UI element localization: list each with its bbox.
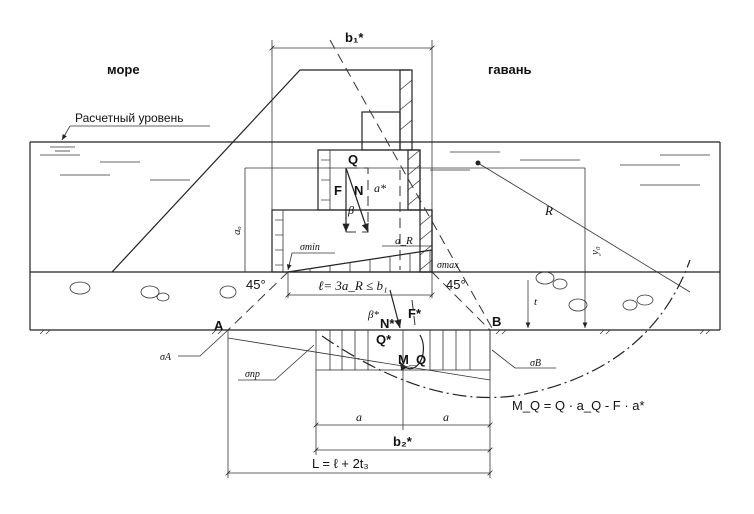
F-star-label: F* [408,306,422,321]
point-B-label: B [492,314,501,329]
ell-formula: ℓ= 3a_R ≤ b₁ [318,278,388,293]
M-Q-label: M_Q [398,352,426,367]
sigma-pr-label: σпр [245,369,260,380]
Q-star-label: Q* [376,332,392,347]
a-o-label: aₒ [231,226,243,235]
lower-forces: β* N* F* Q* M_Q [367,289,426,372]
moment-formula: M_Q = Q · a_Q - F · a* [512,398,645,413]
beta-star-label: β* [367,309,379,321]
rubble-bed: t [30,271,720,331]
Q-label: Q [348,152,358,167]
breakwater [111,69,433,273]
R-label: R [544,203,553,218]
y0-label: y₀ [589,246,601,256]
L-formula: L = ℓ + 2t₃ [312,456,369,471]
sigma-max-label: σmax [437,260,459,271]
foundation-soil: A B σA σпр σB [39,314,711,381]
design-level-label: Расчетный уровень [75,111,183,125]
bottom-dimensions: a a b₂* L = ℓ + 2t₃ M_Q = Q · a_Q - F · … [225,330,645,478]
upper-forces: Q F N a* β aₒ a_R [231,39,585,329]
F-label: F [334,183,342,198]
b1-label: b₁* [345,30,364,45]
design-level-callout: Расчетный уровень [50,111,210,152]
dimension-b1: b₁* [269,30,435,210]
contact-stress-diagram: σmin σmax 45° 45° ℓ= 3a_R ≤ b₁ [246,242,466,298]
N-star-label: N* [380,316,395,331]
N-label: N [354,183,363,198]
a-right-label: a [443,410,449,424]
a-star-label: a* [374,181,386,195]
a-R-label: a_R [395,235,413,247]
beta-label: β [347,203,354,217]
sigma-A-label: σA [160,352,172,363]
slip-circle: R y₀ [321,160,691,399]
sigma-min-label: σmin [300,242,320,253]
point-A-label: A [214,318,224,333]
a-left-label: a [356,410,362,424]
sigma-B-label: σB [530,358,541,369]
t-label: t [534,296,538,308]
angle-right-label: 45° [446,277,466,292]
angle-left-label: 45° [246,277,266,292]
b2-label: b₂* [393,434,413,449]
sea-label: море [107,62,140,77]
water-zone [29,141,721,330]
harbor-label: гавань [488,62,532,77]
